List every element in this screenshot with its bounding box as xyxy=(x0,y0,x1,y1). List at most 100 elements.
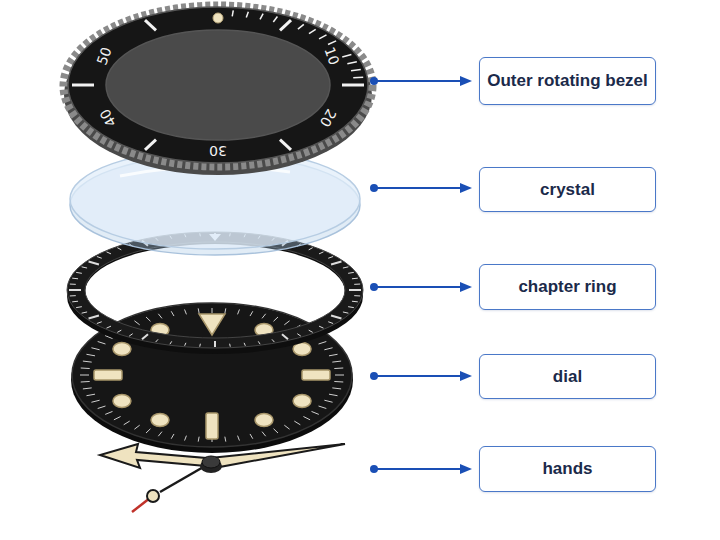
ring-tick xyxy=(170,341,172,344)
part-label: Outer rotating bezel xyxy=(481,71,654,91)
hands-group xyxy=(100,444,345,512)
index-bar xyxy=(94,370,122,380)
leader-line xyxy=(374,375,462,377)
index-triangle xyxy=(199,314,225,335)
ring-tick xyxy=(70,284,76,285)
ring-tick xyxy=(352,278,358,280)
ring-tick xyxy=(89,262,99,265)
leader-line xyxy=(374,468,462,470)
ring-tick xyxy=(185,343,186,346)
leader-head xyxy=(460,76,472,86)
dial-tick xyxy=(238,436,240,441)
index-dot xyxy=(113,343,131,356)
ring-tick xyxy=(117,330,121,332)
dial-tick xyxy=(324,348,332,350)
ring-tick xyxy=(258,341,260,344)
dial-tick xyxy=(284,425,289,429)
bezel-tick xyxy=(328,41,336,45)
ring-tick xyxy=(343,312,348,313)
dial-tick xyxy=(105,411,112,414)
index-bar xyxy=(206,413,218,439)
dial-tick xyxy=(198,437,200,442)
dial-tick xyxy=(98,342,106,345)
leader-arrows xyxy=(370,76,472,474)
bezel-number: 50 xyxy=(93,45,114,67)
dial-tick xyxy=(83,361,92,362)
ring-tick xyxy=(82,267,87,268)
dial-tick xyxy=(329,394,338,396)
ring-tick xyxy=(319,252,323,254)
ring-tick xyxy=(69,289,81,291)
ring-tick xyxy=(97,256,102,258)
bezel-tick xyxy=(347,62,357,64)
ring-tick xyxy=(72,301,78,303)
ring-tick xyxy=(70,295,76,296)
bezel-number: 40 xyxy=(97,106,120,129)
dial-tick xyxy=(332,361,341,362)
bezel-tick xyxy=(342,54,351,56)
ring-tick xyxy=(199,344,201,347)
dial-tick xyxy=(185,436,187,441)
ring-tick xyxy=(272,339,274,342)
ring-tick xyxy=(331,262,341,265)
ring-tick xyxy=(354,284,360,285)
leader-line xyxy=(374,187,462,189)
bezel-tick xyxy=(280,140,291,150)
dial-tick xyxy=(262,314,266,319)
leader-head xyxy=(460,183,472,193)
hand-pinion xyxy=(202,456,220,468)
ring-tick xyxy=(89,316,99,319)
ring-tick xyxy=(229,344,231,347)
ring-tick xyxy=(244,343,245,346)
bezel-insert xyxy=(68,7,368,163)
bezel-tick xyxy=(145,140,156,150)
dial-tick xyxy=(81,381,90,383)
ring-tick xyxy=(76,306,82,308)
bezel-number: 20 xyxy=(317,106,340,129)
lume-pip xyxy=(213,13,223,23)
dial-tick xyxy=(238,309,240,314)
label-box: chapter ring xyxy=(479,264,656,310)
dial-tick xyxy=(114,416,121,419)
bezel-tick xyxy=(72,84,94,87)
ring-tick xyxy=(309,248,313,250)
bezel-knurl xyxy=(64,6,372,166)
bezel-tick xyxy=(309,29,316,33)
bezel-number: 10 xyxy=(321,45,342,67)
label-box: Outer rotating bezel xyxy=(479,57,656,105)
seconds-lume xyxy=(147,490,159,502)
dial-tick xyxy=(274,429,279,433)
dial-tick xyxy=(86,354,95,356)
dial-tick xyxy=(332,388,341,389)
leader-line xyxy=(374,286,462,288)
dial-tick xyxy=(312,411,319,414)
dial-tick xyxy=(334,367,343,369)
dial-tick xyxy=(212,308,213,313)
dial-tick xyxy=(224,437,226,442)
ring-tick xyxy=(117,248,121,250)
ring-tick xyxy=(214,341,216,347)
index-dot xyxy=(255,414,273,427)
dial-tick xyxy=(250,434,253,439)
ring-tick xyxy=(107,326,111,328)
ring-tick xyxy=(97,322,102,324)
dial-tick xyxy=(134,321,139,325)
part-label: hands xyxy=(536,459,598,479)
dial-tick xyxy=(324,400,332,402)
dial-tick xyxy=(303,416,310,419)
bezel-tick xyxy=(260,14,263,20)
bezel-tick xyxy=(145,20,156,30)
dial-tick xyxy=(329,354,338,356)
dial-tick xyxy=(334,381,343,383)
ring-tick xyxy=(319,326,323,328)
seconds-tip xyxy=(132,498,150,512)
bezel-tick xyxy=(353,76,363,78)
dial-tick xyxy=(335,375,344,376)
leader-head xyxy=(460,371,472,381)
dial-tick xyxy=(124,421,130,425)
dial-tick xyxy=(86,394,95,396)
ring-tick xyxy=(352,301,358,303)
label-box: crystal xyxy=(479,167,656,212)
dial-tick xyxy=(81,367,90,369)
